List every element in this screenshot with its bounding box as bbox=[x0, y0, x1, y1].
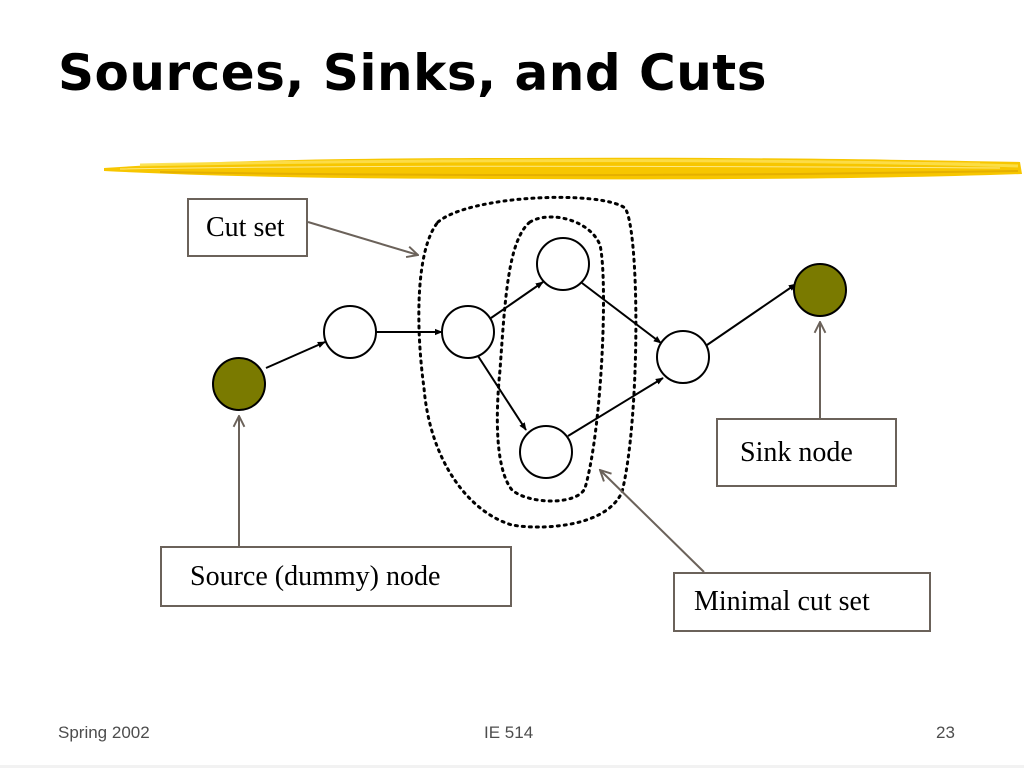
sink-node-label: Sink node bbox=[716, 418, 897, 487]
minimal-cut-set-boundary bbox=[495, 215, 605, 503]
node-1 bbox=[323, 305, 377, 359]
callout-cut-set bbox=[307, 221, 418, 255]
minimal-cut-set-label-text: Minimal cut set bbox=[694, 586, 870, 617]
cut-set-boundary bbox=[417, 195, 638, 529]
node-4 bbox=[519, 425, 573, 479]
edge-n5-to-sink bbox=[706, 283, 797, 346]
sink-node-label-text: Sink node bbox=[740, 436, 853, 468]
node-3 bbox=[536, 237, 590, 291]
node-5 bbox=[656, 330, 710, 384]
sink-node bbox=[793, 263, 847, 317]
source-node bbox=[212, 357, 266, 411]
edge-n2-to-n4 bbox=[477, 355, 527, 431]
source-node-label-text: Source (dummy) node bbox=[190, 560, 441, 592]
slide-title: Sources, Sinks, and Cuts bbox=[58, 44, 767, 102]
footer-page-number: 23 bbox=[936, 723, 955, 742]
edge-n4-to-n5 bbox=[567, 377, 664, 437]
cut-set-label: Cut set bbox=[187, 198, 308, 257]
cut-set-label-text: Cut set bbox=[206, 211, 285, 243]
edge-n2-to-n3 bbox=[490, 281, 544, 319]
source-node-label: Source (dummy) node bbox=[160, 546, 512, 607]
node-2 bbox=[441, 305, 495, 359]
edge-n3-to-n5 bbox=[581, 282, 662, 344]
edge-source-to-n1 bbox=[265, 341, 326, 369]
callout-minimal-cut-set bbox=[600, 470, 705, 573]
bottom-edge bbox=[0, 765, 1024, 768]
title-underline-brush bbox=[104, 157, 1022, 180]
minimal-cut-set-label: Minimal cut set bbox=[673, 572, 931, 632]
footer-left: Spring 2002 bbox=[58, 723, 150, 742]
footer-center: IE 514 bbox=[484, 723, 534, 742]
